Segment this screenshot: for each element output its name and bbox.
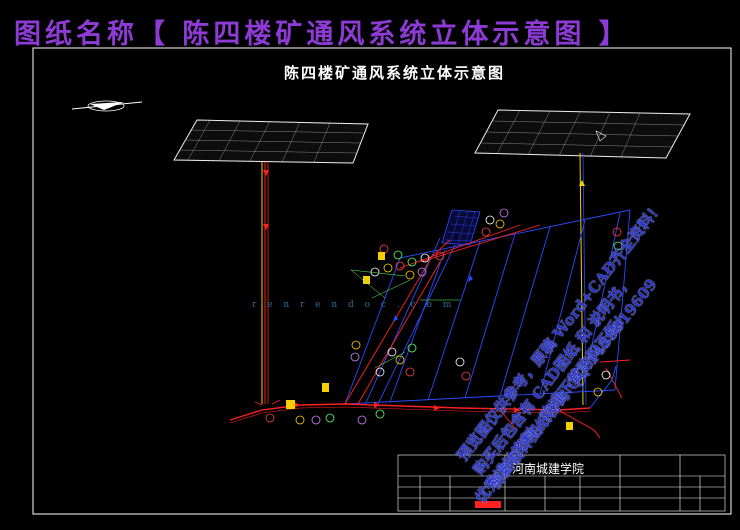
surface-plate-left: [173, 119, 369, 164]
mining-panels: [344, 209, 631, 406]
drawing-banner: 图纸名称【 陈四楼矿通风系统立体示意图 】: [14, 19, 630, 50]
title-block: [397, 454, 726, 512]
leader-lines: [350, 269, 460, 369]
surface-plate-right: [474, 109, 691, 159]
fresh-air-branches: [344, 224, 631, 405]
watermark-text: r e n r e n d o c . c o m: [252, 300, 456, 310]
drawing-border: [32, 47, 732, 515]
main-shaft-left: [261, 162, 269, 404]
airflow-arrows: [294, 275, 520, 413]
drawing-title: 陈四楼矿通风系统立体示意图: [284, 64, 506, 82]
compass-icon: [71, 100, 143, 112]
school-name: 河南城建学院: [512, 462, 585, 476]
station-boxes: [286, 252, 573, 430]
air-shaft-right: [579, 152, 587, 406]
main-airway: [229, 365, 617, 439]
goaf-mesh: [441, 209, 481, 246]
